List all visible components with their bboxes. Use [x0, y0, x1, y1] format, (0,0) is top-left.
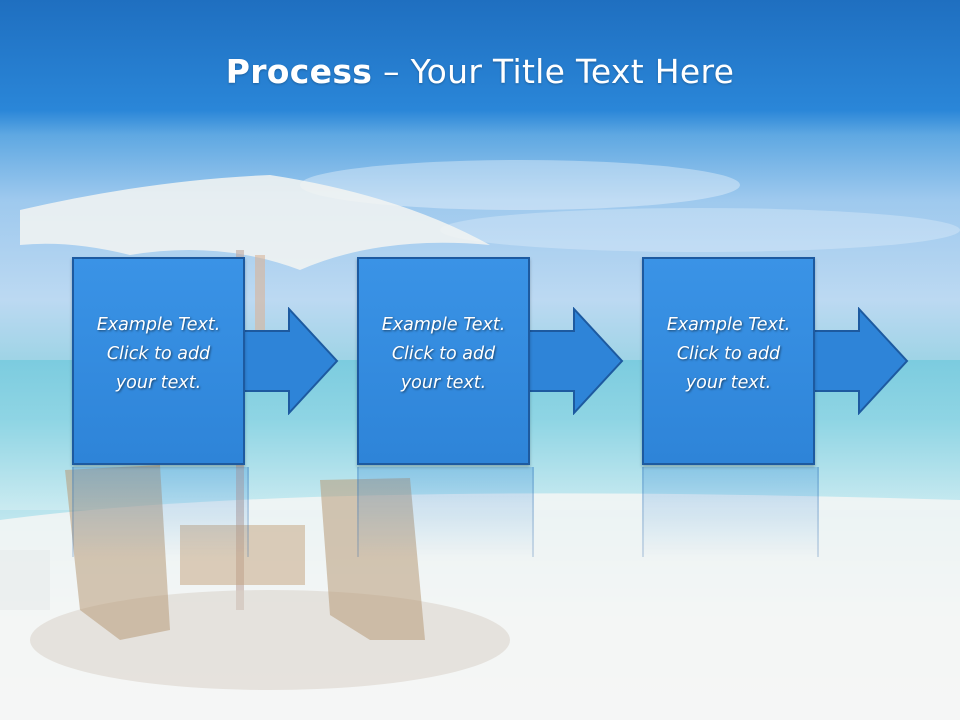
step-reflection: [357, 467, 534, 557]
step-reflection: [72, 467, 249, 557]
right-arrow-icon[interactable]: [528, 307, 624, 415]
process-step-1[interactable]: Example Text. Click to add your text.: [72, 257, 245, 465]
process-step-2[interactable]: Example Text. Click to add your text.: [357, 257, 530, 465]
step-text[interactable]: Example Text. Click to add your text.: [666, 315, 791, 393]
step-reflection: [642, 467, 819, 557]
right-arrow-icon[interactable]: [243, 307, 339, 415]
title-rest: – Your Title Text Here: [372, 52, 735, 91]
step-text[interactable]: Example Text. Click to add your text.: [381, 315, 506, 393]
step-text[interactable]: Example Text. Click to add your text.: [96, 315, 221, 393]
title-bold: Process: [225, 52, 373, 91]
slide-title[interactable]: Process – Your Title Text Here: [0, 52, 960, 91]
process-step-3[interactable]: Example Text. Click to add your text.: [642, 257, 815, 465]
right-arrow-icon[interactable]: [813, 307, 909, 415]
